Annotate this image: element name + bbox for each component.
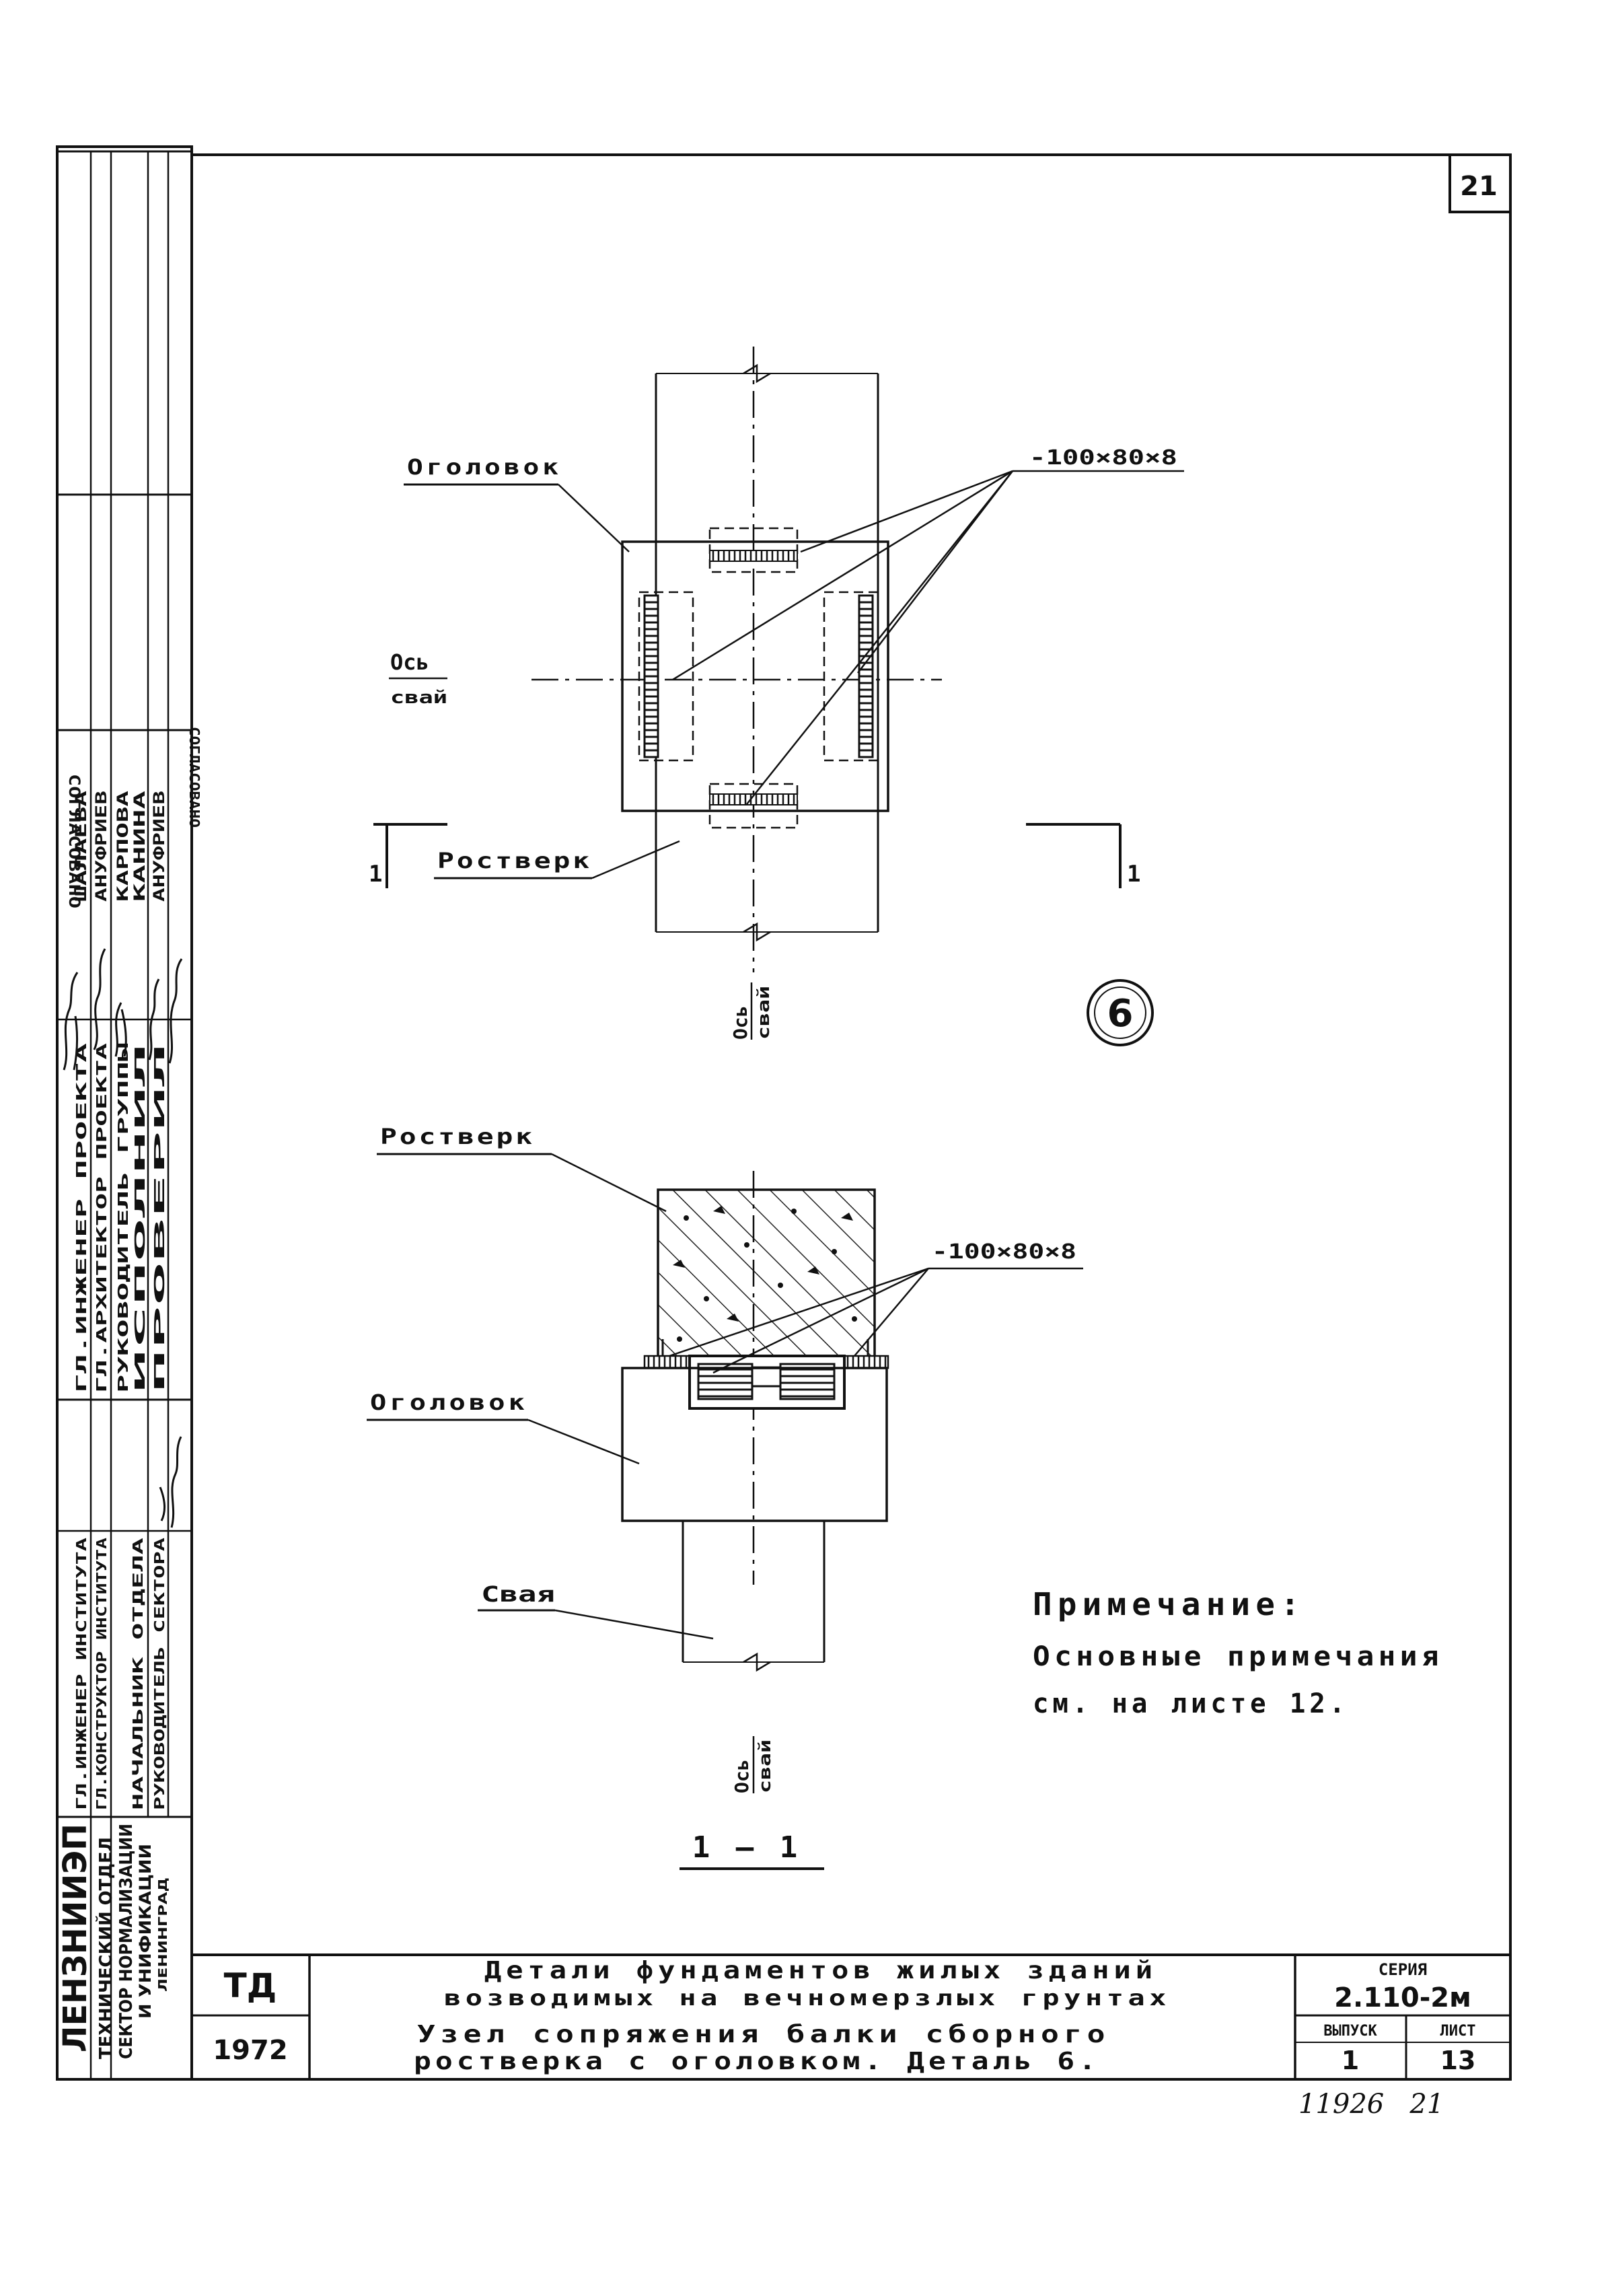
document-code: ТД <box>224 1966 277 2005</box>
issue-value: 1 <box>1342 2046 1359 2075</box>
role-chief-project-engineer: ГЛ.ИНЖЕНЕР ПРОЕКТА <box>73 1043 89 1393</box>
title-block: ТД 1972 Детали фундаментов жилых зданий … <box>192 1953 1510 2079</box>
pile-axis-label-v-1: Ось <box>729 1005 751 1040</box>
org-line-3: И УНИФИКАЦИИ <box>136 1844 155 2019</box>
role-head-of-department: НАЧАЛЬНИК ОТДЕЛА <box>130 1538 146 1810</box>
name-kanina: КАНИНА <box>132 791 149 902</box>
note-line-1: Основные примечания <box>1033 1641 1443 1672</box>
role-chief-engineer-institute: ГЛ.ИНЖЕНЕР ИНСТИТУТА <box>73 1538 89 1810</box>
pile-axis-label-h-2: свай <box>390 688 447 708</box>
section-view: Ростверк -100×80×8 Оголовок Свая Ось сва… <box>367 1124 1083 1870</box>
note-heading: Примечание: <box>1033 1586 1305 1622</box>
pile-axis-label-section-1: Ось <box>731 1759 753 1793</box>
sheet-label: ЛИСТ <box>1440 2023 1476 2040</box>
sheet-number: 21 <box>1460 171 1498 202</box>
role-chief-designer-institute: ГЛ.КОНСТРУКТОР ИНСТИТУТА <box>94 1538 110 1810</box>
org-name: ЛЕНЗНИИЭП <box>57 1824 94 2052</box>
document-year: 1972 <box>213 2035 287 2066</box>
plate-label-section: -100×80×8 <box>932 1240 1076 1264</box>
role-executed: ИСПОЛНИЛ <box>132 1043 148 1393</box>
series-label: СЕРИЯ <box>1379 1960 1427 1979</box>
section-mark-right: 1 <box>1127 861 1140 888</box>
pile-label-section: Свая <box>481 1581 555 1607</box>
plan-view: -100×80×8 Оголовок Ось свай Ростверк 1 1… <box>369 347 1184 1040</box>
detail-marker: 6 <box>1087 979 1154 1046</box>
name-anufriev-1: АНУФРИЕВ <box>94 791 110 902</box>
title-line-2: возводимых на вечномерзлых грунтах <box>444 1985 1171 2011</box>
org-line-2: СЕКТОР НОРМАЛИЗАЦИИ <box>116 1824 137 2059</box>
note-line-2: см. на листе 12. <box>1033 1688 1349 1719</box>
section-mark-left: 1 <box>369 861 382 888</box>
role-checked: ПРОВЕРИЛ <box>151 1043 168 1393</box>
pile-cap-label-section: Оголовок <box>370 1390 528 1415</box>
sidebar: ЛЕНЗНИИЭП ТЕХНИЧЕСКИЙ ОТДЕЛ СЕКТОР НОРМА… <box>57 151 203 2079</box>
series-value: 2.110-2м <box>1334 1982 1471 2013</box>
agreed-label-2: СОГЛАСОВАНО <box>186 727 203 828</box>
role-head-of-sector: РУКОВОДИТЕЛЬ СЕКТОРА <box>151 1538 168 1810</box>
name-shalaeva: ШАЛАЕВА <box>73 791 90 902</box>
sheet-frame <box>56 145 1512 2081</box>
pile-cap-label-top: Оголовок <box>407 454 562 480</box>
name-karpova: КАРПОВА <box>115 791 132 902</box>
agreed-label: СОГЛАСОВАНО <box>65 774 82 908</box>
note-block: Примечание: Основные примечания см. на л… <box>1033 1586 1443 1719</box>
pile-axis-label-section-2: свай <box>756 1739 774 1793</box>
detail-number: 6 <box>1107 992 1134 1036</box>
role-group-leader: РУКОВОДИТЕЛЬ ГРУППЫ <box>115 1043 131 1393</box>
pile-axis-label-v-2: свай <box>754 986 773 1040</box>
sheet-number-box: 21 <box>1448 156 1510 213</box>
grillage-label-top: Ростверк <box>437 848 592 873</box>
archive-stamp: 11926 21 <box>1298 2089 1444 2120</box>
title-line-4: ростверка с оголовком. Деталь 6. <box>414 2048 1100 2075</box>
plate-label-top: -100×80×8 <box>1029 446 1177 470</box>
name-anufriev-2: АНУФРИЕВ <box>151 791 168 902</box>
org-line-4: ЛЕНИНГРАД <box>156 1877 170 1992</box>
signatures <box>63 948 183 1528</box>
title-line-1: Детали фундаментов жилых зданий <box>484 1957 1157 1984</box>
issue-label: ВЫПУСК <box>1323 2023 1377 2040</box>
sheet-value: 13 <box>1440 2046 1476 2075</box>
section-title: 1 — 1 <box>692 1830 801 1865</box>
grillage-label-section: Ростверк <box>380 1124 535 1149</box>
role-chief-project-architect: ГЛ.АРХИТЕКТОР ПРОЕКТА <box>94 1043 110 1393</box>
org-line-1: ТЕХНИЧЕСКИЙ ОТДЕЛ <box>95 1837 116 2059</box>
pile-axis-label-h-1: Ось <box>390 649 429 675</box>
title-line-3: Узел сопряжения балки сборного <box>417 2021 1110 2048</box>
